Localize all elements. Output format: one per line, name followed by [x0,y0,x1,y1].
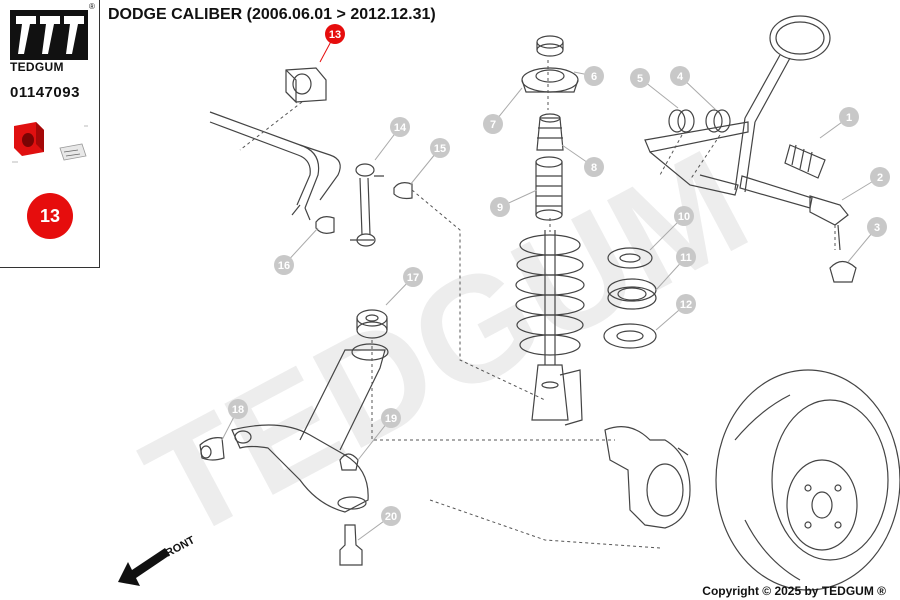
callout-bubble [676,247,696,267]
callout-bubble [867,217,887,237]
callout-13: 13 [319,24,345,63]
copyright-notice: Copyright © 2025 by TEDGUM ® [702,584,886,598]
callout-number: 6 [591,71,597,83]
callout-number: 20 [385,511,397,523]
callout-number: 10 [678,211,690,223]
coil-spring-drawing [515,230,585,365]
tie-rod-boot-drawing [784,144,826,179]
callout-bubble [430,138,450,158]
callout-18: 18 [221,399,248,441]
control-arm-drawing [231,343,389,513]
callout-bubble [674,206,694,226]
callout-10: 10 [649,206,694,251]
callout-7: 7 [483,87,523,134]
link-bushing-lower-drawing [315,216,335,234]
brand-name: TEDGUM [10,60,64,74]
callout-number: 9 [497,202,503,214]
callout-5: 5 [630,68,679,109]
callout-bubble [839,107,859,127]
callout-bubble [870,167,890,187]
stabilizer-bushing-drawing [285,67,327,104]
callout-1: 1 [819,107,859,139]
callout-number: 17 [407,272,419,284]
callout-bubble [390,117,410,137]
callout-19: 19 [357,408,401,461]
callout-number: 1 [846,112,852,124]
callout-bubble [381,408,401,428]
callout-bubble [274,255,294,275]
callout-2: 2 [841,167,890,201]
callout-bubble [584,66,604,86]
front-direction-arrow: FRONT [118,534,197,586]
callout-12: 12 [655,294,696,331]
watermark: TEDGUM [119,117,772,570]
steering-knuckle-drawing [604,426,691,529]
strut-mount-drawing [521,35,579,93]
callout-6: 6 [573,66,604,86]
callout-number: 15 [434,143,446,155]
callout-number: 14 [394,122,407,134]
highlighted-part-badge: 13 [27,193,73,239]
callout-number: 16 [278,260,290,272]
callout-15: 15 [409,138,450,186]
control-arm-bushing-front-drawing [199,437,225,461]
stabilizer-bushing-thumbnail-icon [12,122,88,163]
ball-joint-drawing [339,524,363,566]
callout-bubble [228,399,248,419]
spring-seat-drawing [607,247,653,269]
stabilizer-link-drawing [350,163,384,247]
callout-bubble [381,506,401,526]
callout-bubble [490,197,510,217]
callout-number: 19 [385,413,397,425]
callout-bubble [483,114,503,134]
callout-number: 11 [680,252,692,264]
callout-number: 18 [232,404,244,416]
callout-bubble [676,294,696,314]
callout-number: 7 [490,119,496,131]
wheel-drawing [715,369,900,591]
strut-body-drawing [531,364,583,426]
callout-number: 13 [329,29,341,41]
callout-number: 2 [877,172,883,184]
callout-number: 5 [637,73,643,85]
callout-16: 16 [274,227,319,275]
callout-bubble [584,157,604,177]
callout-17: 17 [385,267,423,306]
callout-20: 20 [357,506,401,541]
control-arm-bushing-rear-drawing [356,309,388,339]
stabilizer-bar-drawing [209,111,341,221]
leader-lines [239,60,836,549]
dust-cover-drawing [535,156,563,221]
vehicle-title: DODGE CALIBER (2006.06.01 > 2012.12.31) [108,6,436,23]
callout-number: 8 [591,162,597,174]
callout-bubble [630,68,650,88]
callout-4: 4 [670,66,717,111]
part-number: 01147093 [10,84,80,101]
callout-8: 8 [561,144,604,177]
callout-bubble [670,66,690,86]
link-bushing-upper-drawing [393,182,413,200]
tedgum-logo-icon [10,10,88,60]
steering-column-drawing [734,15,831,193]
callout-14: 14 [374,117,410,161]
part-info-panel: ® TEDGUM 01147093 13 [0,0,100,268]
callout-number: 12 [680,299,692,311]
callout-bubble [403,267,423,287]
callout-bubble [325,24,345,44]
ball-joint-cap-drawing [829,260,857,283]
spring-insulator-drawing [603,323,657,349]
callout-number: 3 [874,222,880,234]
rack-bushing-drawing [668,109,731,133]
callout-3: 3 [847,217,887,263]
callout-9: 9 [490,189,538,217]
registered-mark: ® [89,2,95,11]
callout-11: 11 [655,247,696,291]
tie-rod-drawing [644,121,849,251]
ball-joint-boot-drawing [339,453,359,471]
bump-stop-drawing [536,113,564,151]
callout-number: 4 [677,71,684,83]
